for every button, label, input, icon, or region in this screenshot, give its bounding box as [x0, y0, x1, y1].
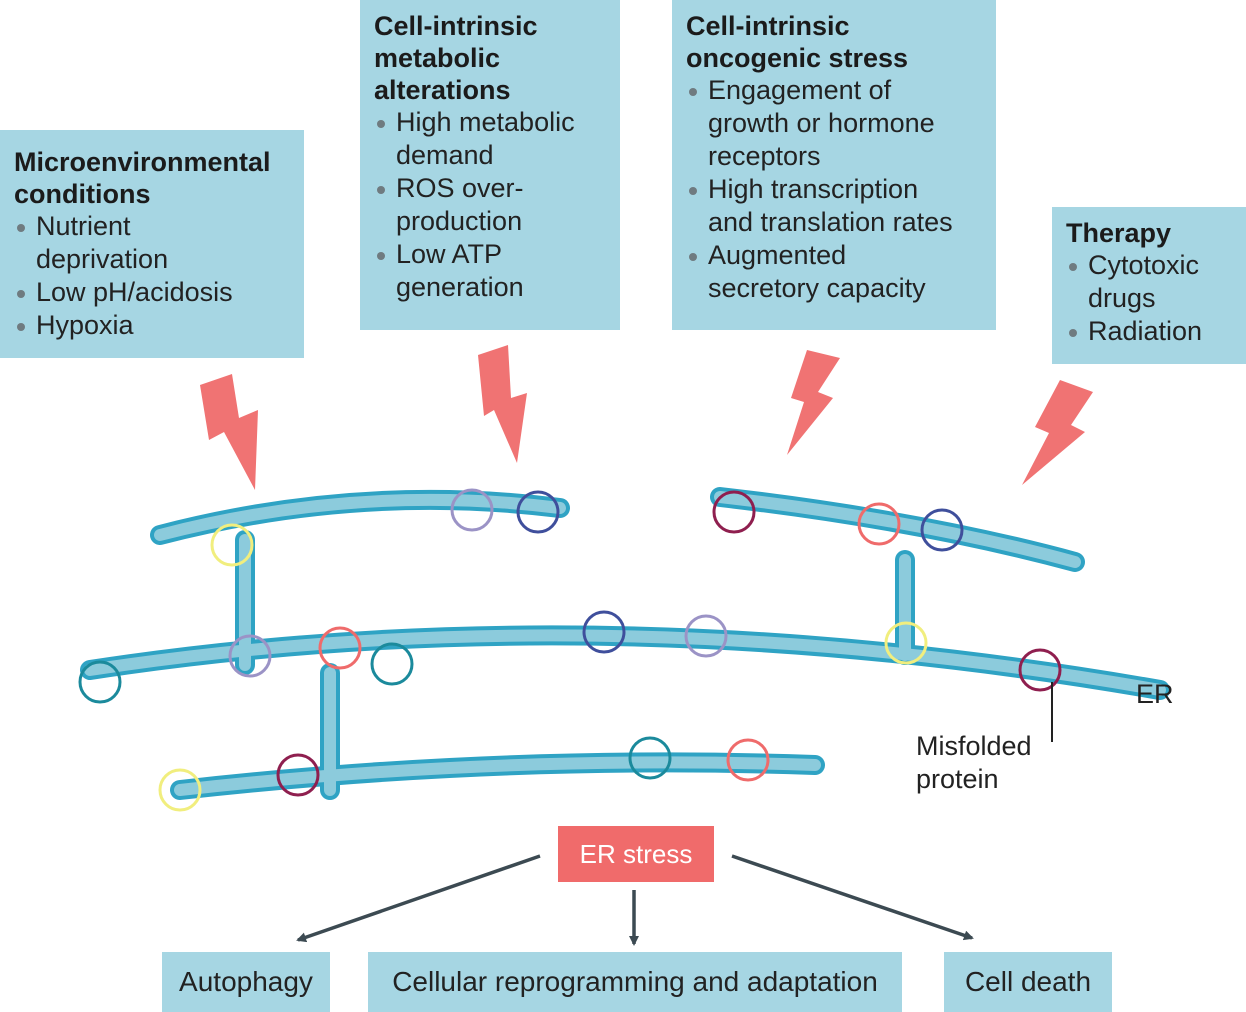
misfolded-protein	[370, 642, 414, 686]
therapy-item: Cytotoxic drugs	[1066, 249, 1232, 315]
microenvironment-item: Hypoxia	[14, 309, 290, 342]
microenvironment-title: Microenvironmental conditions	[14, 147, 271, 209]
misfolded-protein	[1018, 648, 1062, 692]
misfolded-protein	[712, 490, 756, 534]
misfolded-protein	[450, 488, 494, 532]
misfolded-protein	[276, 753, 320, 797]
er-stress-badge: ER stress	[558, 826, 714, 882]
metabolic-title: Cell-intrinsic metabolic alterations	[374, 11, 538, 105]
therapy-title: Therapy	[1066, 218, 1172, 248]
oncogenic-box: Cell-intrinsic oncogenic stress Engageme…	[672, 0, 996, 330]
misfolded-protein	[228, 634, 272, 678]
lightning-bolt-icon	[200, 374, 258, 490]
misfolded-protein	[516, 490, 560, 534]
misfolded-protein-label: Misfolded protein	[916, 731, 1032, 794]
misfolded-protein	[857, 502, 901, 546]
microenvironment-box: Microenvironmental conditions Nutrient d…	[0, 130, 304, 358]
oncogenic-item: Engagement of growth or hormone receptor…	[686, 74, 982, 173]
misfolded-protein	[78, 660, 122, 704]
metabolic-item: Low ATP generation	[374, 238, 606, 304]
misfolded-protein	[920, 508, 964, 552]
oncogenic-title: Cell-intrinsic oncogenic stress	[686, 11, 909, 73]
er-label: ER	[1136, 679, 1174, 709]
outcome-reprogramming: Cellular reprogramming and adaptation	[368, 952, 902, 1012]
microenvironment-item: Nutrient deprivation	[14, 210, 290, 276]
misfolded-protein	[628, 736, 672, 780]
lightning-bolt-icon	[478, 345, 527, 463]
misfolded-protein	[582, 610, 626, 654]
misfolded-protein	[210, 523, 254, 567]
therapy-box: Therapy Cytotoxic drugs Radiation	[1052, 207, 1246, 364]
metabolic-item: ROS over- production	[374, 172, 606, 238]
microenvironment-item: Low pH/acidosis	[14, 276, 290, 309]
lightning-bolt-icon	[787, 350, 840, 455]
misfolded-protein	[684, 614, 728, 658]
therapy-item: Radiation	[1066, 315, 1232, 348]
outcome-cell-death: Cell death	[944, 952, 1112, 1012]
arrow-to-cell-death	[731, 854, 974, 941]
misfolded-protein	[158, 768, 202, 812]
oncogenic-item: High transcription and translation rates	[686, 173, 982, 239]
misfolded-protein	[726, 738, 770, 782]
metabolic-box: Cell-intrinsic metabolic alterations Hig…	[360, 0, 620, 330]
misfolded-protein	[884, 621, 928, 665]
arrow-to-autophagy	[296, 854, 541, 943]
outcome-autophagy: Autophagy	[162, 952, 330, 1012]
oncogenic-item: Augmented secretory capacity	[686, 239, 982, 305]
misfolded-protein	[318, 626, 362, 670]
lightning-bolt-icon	[1022, 380, 1093, 485]
metabolic-item: High metabolic demand	[374, 106, 606, 172]
